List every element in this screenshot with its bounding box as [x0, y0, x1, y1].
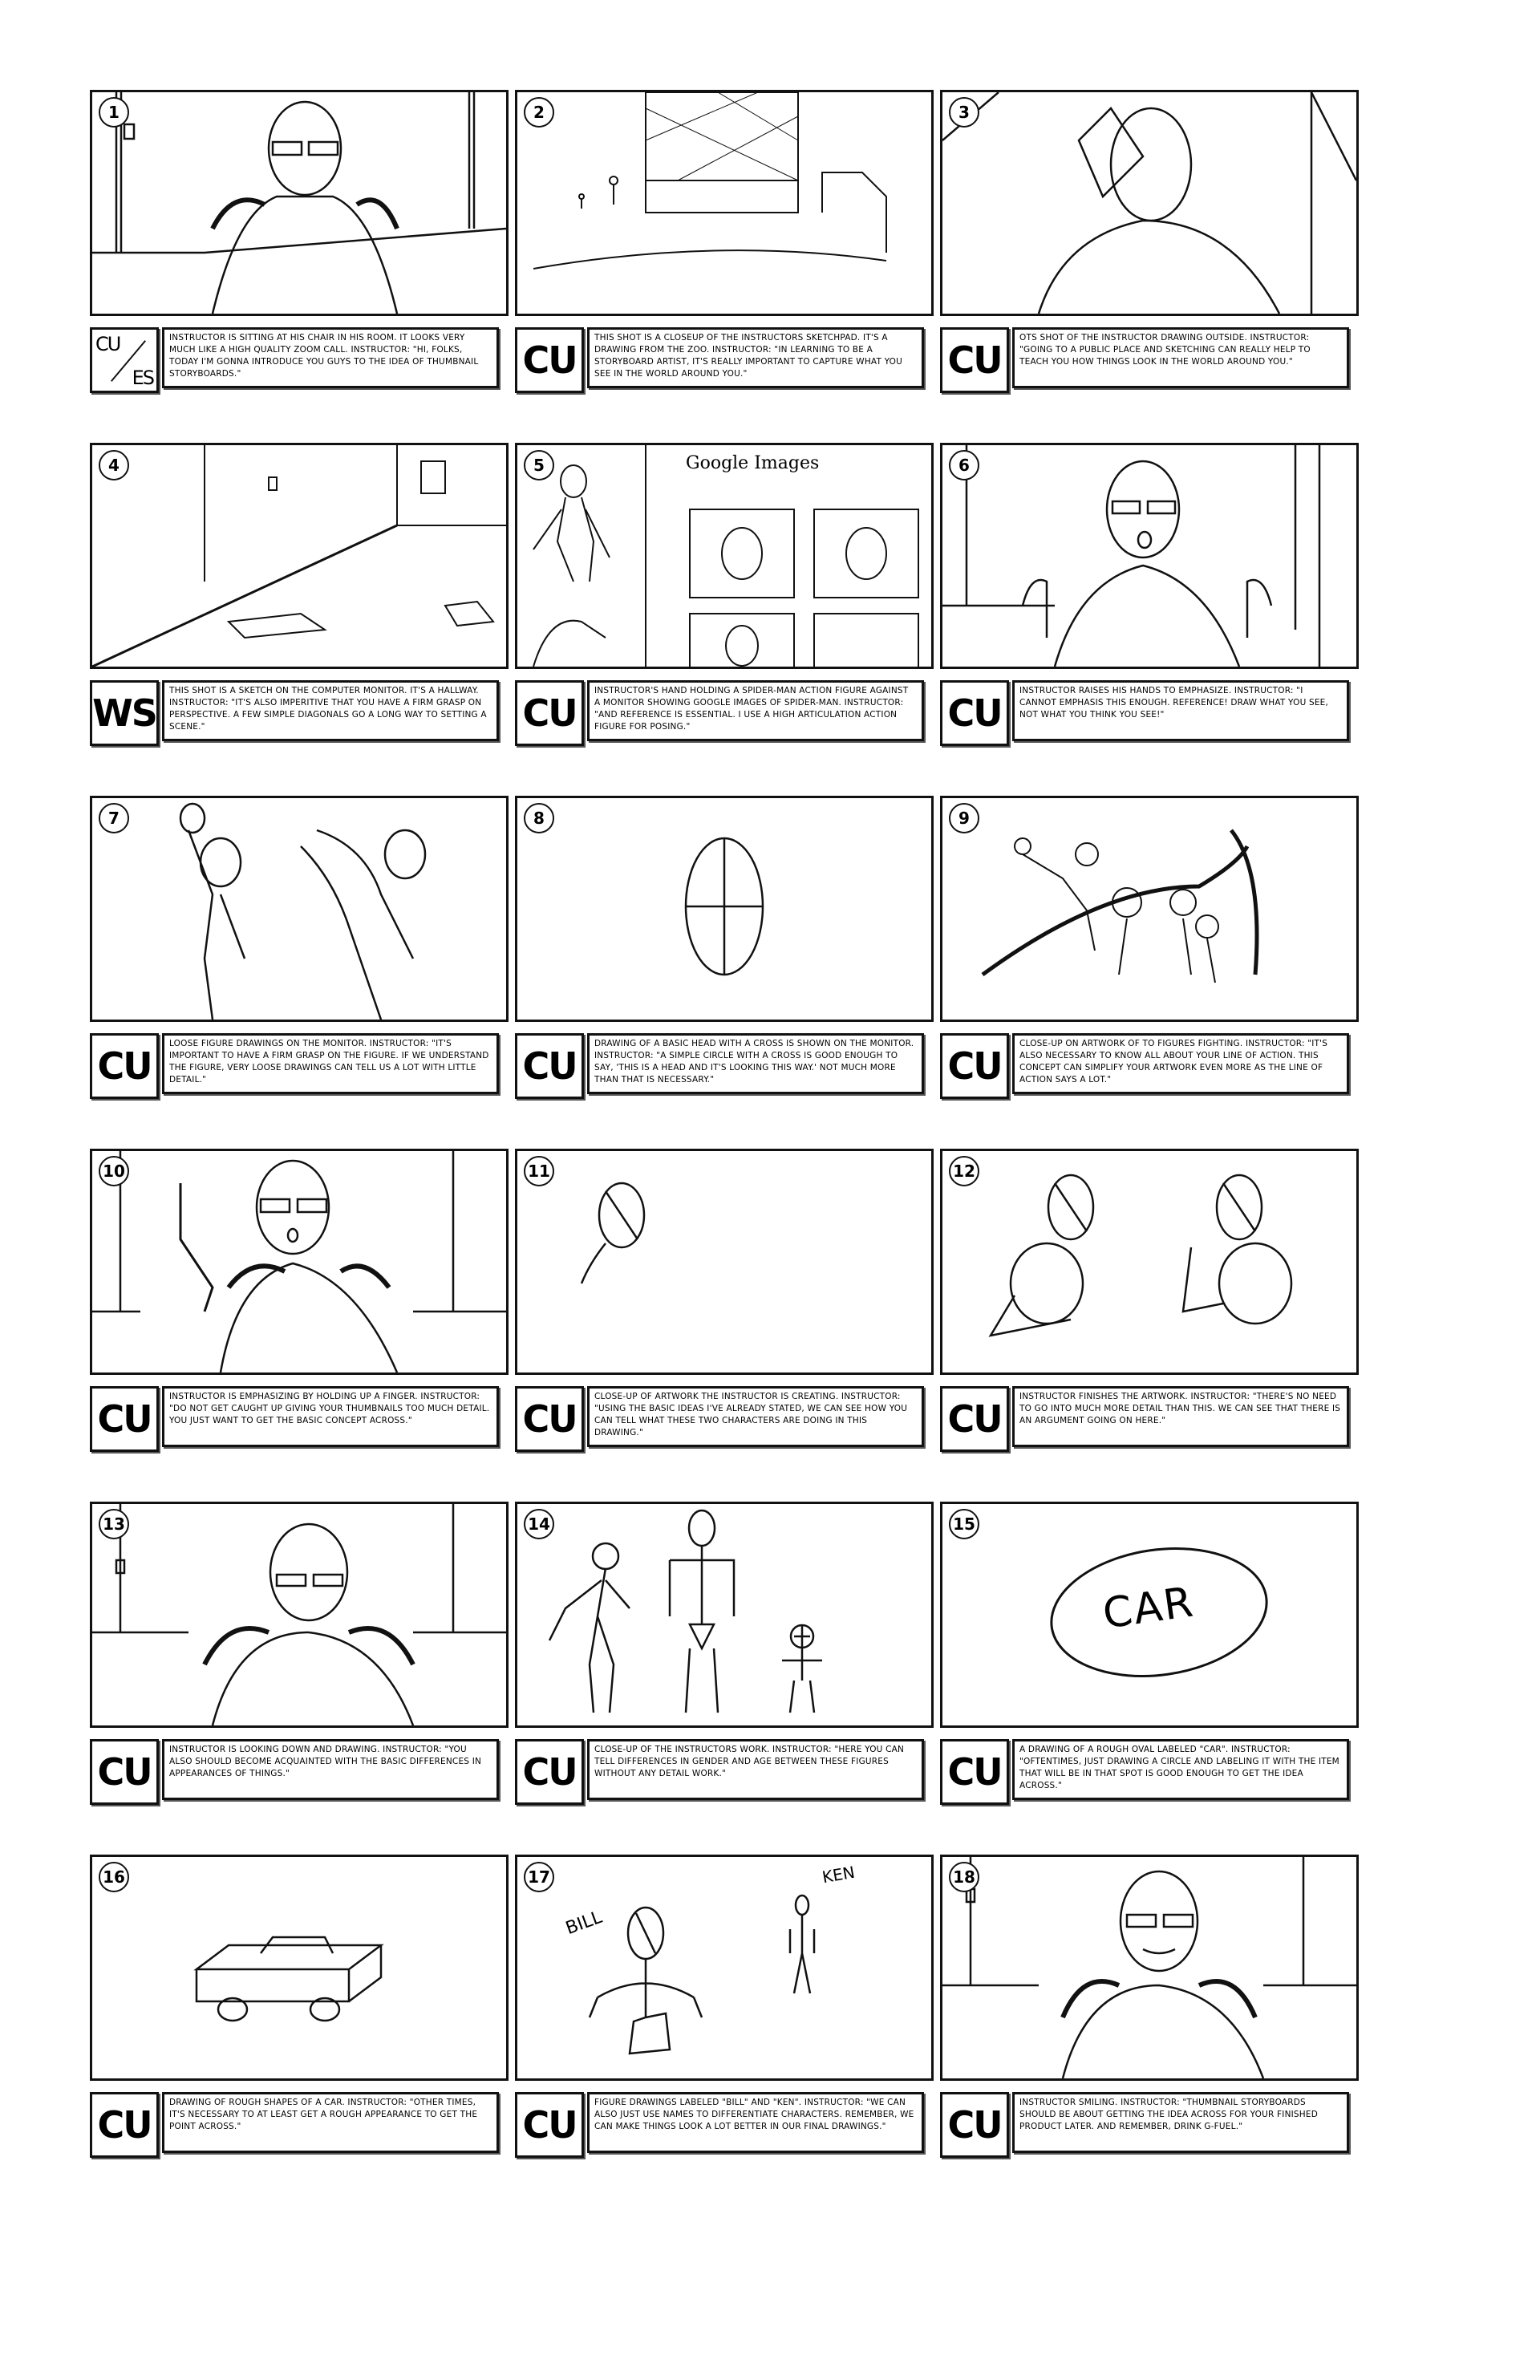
- instructor-hands-raised-sketch: [942, 445, 1321, 667]
- stick-figures-sketch: [548, 1509, 822, 1713]
- panel-number: 5: [524, 450, 554, 480]
- ots-sketch: [942, 92, 1356, 314]
- panel-number: 2: [524, 97, 554, 128]
- panel-caption: Instructor is looking down and drawing. …: [162, 1739, 499, 1800]
- panel-caption: Close-up of the instructors work. Instru…: [587, 1739, 924, 1800]
- panel-number: 13: [99, 1509, 129, 1539]
- panel-number: 14: [524, 1509, 554, 1539]
- labeled-figures-sketch: [588, 1894, 816, 2055]
- panel-number: 7: [99, 803, 129, 833]
- shot-type-box: CU: [940, 327, 1009, 393]
- shot-type-box: CU: [940, 2092, 1009, 2158]
- panel-caption: OTS shot of the instructor drawing outsi…: [1012, 327, 1349, 388]
- panel-number: 4: [99, 450, 129, 480]
- panel-frame: 14: [515, 1502, 934, 1728]
- panel-number: 9: [949, 803, 979, 833]
- head-cross-sketch: [684, 837, 764, 976]
- panel-caption: A drawing of a rough oval labeled "CAR".…: [1012, 1739, 1349, 1800]
- panel-frame: 18: [940, 1855, 1359, 2081]
- panel-frame: 15 CAR: [940, 1502, 1359, 1728]
- shot-type-box: CU: [515, 327, 584, 393]
- panel-frame: 1: [90, 90, 509, 316]
- panel-frame: 16: [90, 1855, 509, 2081]
- shot-type-box: CU: [515, 680, 584, 746]
- shot-type-box: CU: [515, 2092, 584, 2158]
- shot-type-bottom: ES: [132, 367, 155, 389]
- panel-caption: Close-up on artwork of to figures fighti…: [1012, 1033, 1349, 1094]
- panel-caption: Instructor finishes the artwork. Instruc…: [1012, 1386, 1349, 1447]
- panel-frame: 10: [90, 1149, 509, 1375]
- panel-number: 16: [99, 1862, 129, 1892]
- shot-type-box: CU: [515, 1386, 584, 1452]
- car-oval-sketch: [1050, 1547, 1268, 1677]
- panel-frame: 5 Google Images: [515, 443, 934, 669]
- hallway-sketch: [92, 445, 506, 667]
- panel-frame: 7: [90, 796, 509, 1022]
- panel-number: 6: [949, 450, 979, 480]
- shot-type-top: CU: [95, 333, 121, 355]
- shot-type-box: CU: [515, 1033, 584, 1099]
- panel-number: 15: [949, 1509, 979, 1539]
- instructor-smiling-sketch: [942, 1857, 1356, 2078]
- panel-number: 10: [99, 1156, 129, 1186]
- panel-number: 8: [524, 803, 554, 833]
- panel-caption: Loose figure drawings on the monitor. In…: [162, 1033, 499, 1094]
- loose-figure-sketch: [179, 802, 427, 1020]
- car-shapes-sketch: [193, 1936, 384, 2022]
- spiderman-reference-sketch: [533, 445, 919, 667]
- panel-number: 12: [949, 1156, 979, 1186]
- panel-caption: Instructor is sitting at his chair in hi…: [162, 327, 499, 388]
- zoo-sketch: [533, 92, 887, 270]
- shot-type-box: CU: [90, 2092, 159, 2158]
- instructor-sketch: [92, 92, 506, 314]
- panel-caption: Close-up of artwork the instructor is cr…: [587, 1386, 924, 1447]
- panel-frame: 3: [940, 90, 1359, 316]
- instructor-drawing-sketch: [92, 1504, 506, 1725]
- panel-number: 3: [949, 97, 979, 128]
- panel-caption: Drawing of rough shapes of a car. Instru…: [162, 2092, 499, 2153]
- panel-frame: 8: [515, 796, 934, 1022]
- panel-frame: 11: [515, 1149, 934, 1375]
- panel-frame: 13: [90, 1502, 509, 1728]
- shot-type-box: CU: [90, 1739, 159, 1805]
- fighting-figures-sketch: [981, 829, 1259, 983]
- panel-caption: Instructor smiling. Instructor: "Thumbna…: [1012, 2092, 1349, 2153]
- shot-type-box: CU: [940, 1033, 1009, 1099]
- panel-caption: Instructor's hand holding a Spider-Man a…: [587, 680, 924, 741]
- shot-type-box: WS: [90, 680, 159, 746]
- shot-type-box: CU: [940, 1386, 1009, 1452]
- panel-number: 1: [99, 97, 129, 128]
- shot-type-box: CU: [515, 1739, 584, 1805]
- panel-frame: 4: [90, 443, 509, 669]
- panel-caption: Instructor is emphasizing by holding up …: [162, 1386, 499, 1447]
- panel-frame: 9: [940, 796, 1359, 1022]
- panel-frame: 2: [515, 90, 934, 316]
- shot-type-box: CU: [90, 1033, 159, 1099]
- shot-type-box: CU: [940, 1739, 1009, 1805]
- instructor-finger-sketch: [92, 1151, 506, 1372]
- panel-frame: 17 BILL KEN: [515, 1855, 934, 2081]
- panel-caption: Drawing of a basic head with a cross is …: [587, 1033, 924, 1094]
- panel-frame: 6: [940, 443, 1359, 669]
- panel-number: 17: [524, 1862, 554, 1892]
- panel-number: 18: [949, 1862, 979, 1892]
- panel-frame: 12: [940, 1149, 1359, 1375]
- argument-figures-sketch: [988, 1174, 1293, 1337]
- figure-in-progress-sketch: [580, 1182, 646, 1284]
- panel-caption: This shot is a sketch on the computer mo…: [162, 680, 499, 741]
- google-images-label: Google Images: [686, 453, 820, 473]
- shot-type-box: CU: [940, 680, 1009, 746]
- panel-number: 11: [524, 1156, 554, 1186]
- panel-caption: Instructor raises his hands to emphasize…: [1012, 680, 1349, 741]
- shot-type-box: CU ES: [90, 327, 159, 393]
- shot-type-box: CU: [90, 1386, 159, 1452]
- panel-caption: Figure drawings labeled "Bill" and "Ken"…: [587, 2092, 924, 2153]
- panel-caption: This shot is a closeup of the instructor…: [587, 327, 924, 388]
